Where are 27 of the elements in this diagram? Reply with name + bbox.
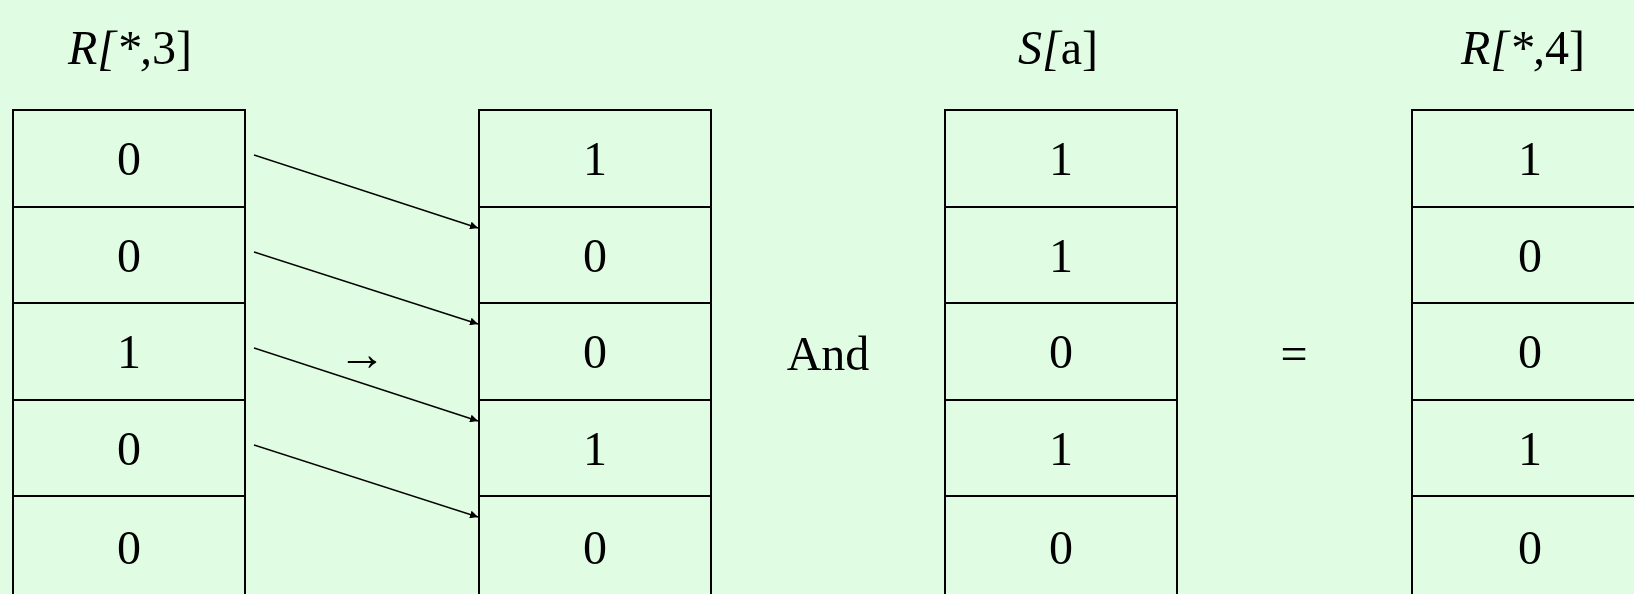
table-cell: 1 bbox=[944, 399, 1178, 497]
table-cell: 0 bbox=[1411, 495, 1634, 594]
table-cell: 1 bbox=[478, 109, 712, 208]
arrow bbox=[253, 154, 479, 230]
table-cell: 0 bbox=[12, 206, 246, 304]
table-cell: 1 bbox=[478, 399, 712, 497]
operator-word: And bbox=[786, 330, 870, 378]
column-heading: R[*,3] bbox=[68, 24, 192, 72]
table-cell: 1 bbox=[1411, 109, 1634, 208]
table-cell: 0 bbox=[944, 495, 1178, 594]
table-cell: 0 bbox=[12, 495, 246, 594]
table-cell: 0 bbox=[478, 495, 712, 594]
arrow bbox=[253, 444, 479, 519]
table-cell: 1 bbox=[944, 109, 1178, 208]
column-heading: R[*,4] bbox=[1461, 24, 1585, 72]
column-heading: S[a] bbox=[1018, 24, 1098, 72]
operator-symbol: → bbox=[338, 330, 386, 378]
table-cell: 1 bbox=[12, 302, 246, 401]
table-cell: 0 bbox=[478, 206, 712, 304]
table-cell: 0 bbox=[478, 302, 712, 401]
arrow bbox=[253, 251, 479, 326]
arrow bbox=[253, 347, 479, 423]
table-cell: 1 bbox=[944, 206, 1178, 304]
table-cell: 0 bbox=[12, 399, 246, 497]
operator-symbol: = bbox=[1280, 330, 1308, 378]
table-cell: 0 bbox=[12, 109, 246, 208]
table-cell: 0 bbox=[944, 302, 1178, 401]
